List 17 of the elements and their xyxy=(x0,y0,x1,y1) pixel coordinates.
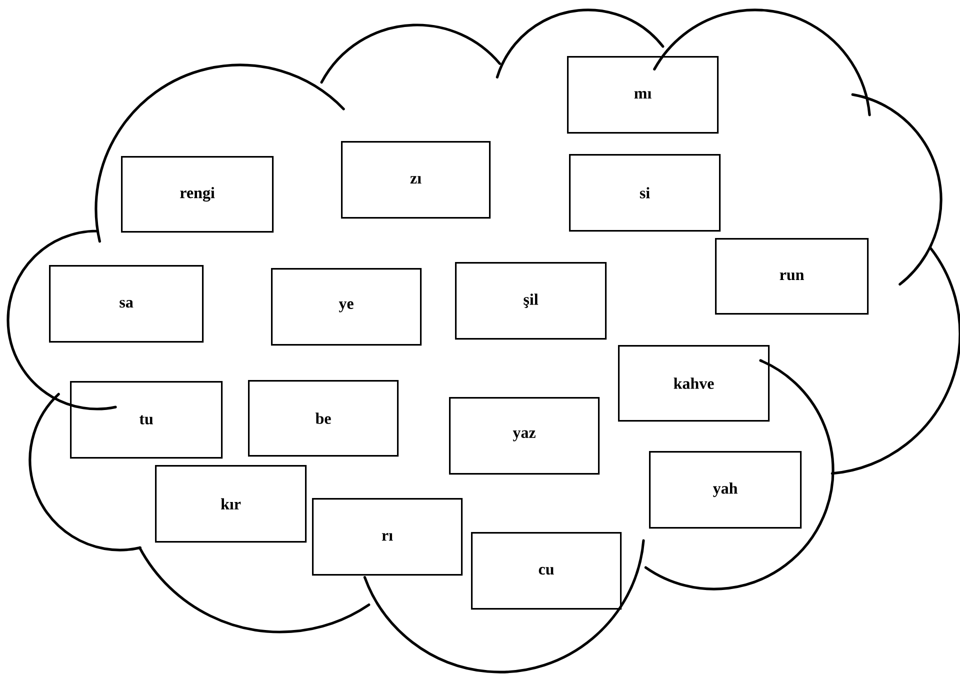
syllable-box: cu xyxy=(471,532,622,610)
syllable-box: rı xyxy=(312,498,463,576)
syllable-box: şil xyxy=(455,262,607,340)
syllable-box: be xyxy=(248,380,399,457)
syllable-box: zı xyxy=(341,140,491,219)
syllable-box: mı xyxy=(567,56,719,134)
syllable-box: si xyxy=(569,154,721,232)
syllable-box: yaz xyxy=(449,397,600,475)
syllable-box: kır xyxy=(155,465,307,543)
syllable-box: yah xyxy=(649,451,802,529)
syllable-box: sa xyxy=(49,265,204,343)
syllable-box: rengi xyxy=(121,156,274,233)
syllable-box: run xyxy=(715,238,869,315)
syllable-box: kahve xyxy=(618,345,770,422)
syllable-box: ye xyxy=(271,268,422,346)
syllable-box: tu xyxy=(70,381,223,459)
cloud-shape xyxy=(6,8,960,674)
